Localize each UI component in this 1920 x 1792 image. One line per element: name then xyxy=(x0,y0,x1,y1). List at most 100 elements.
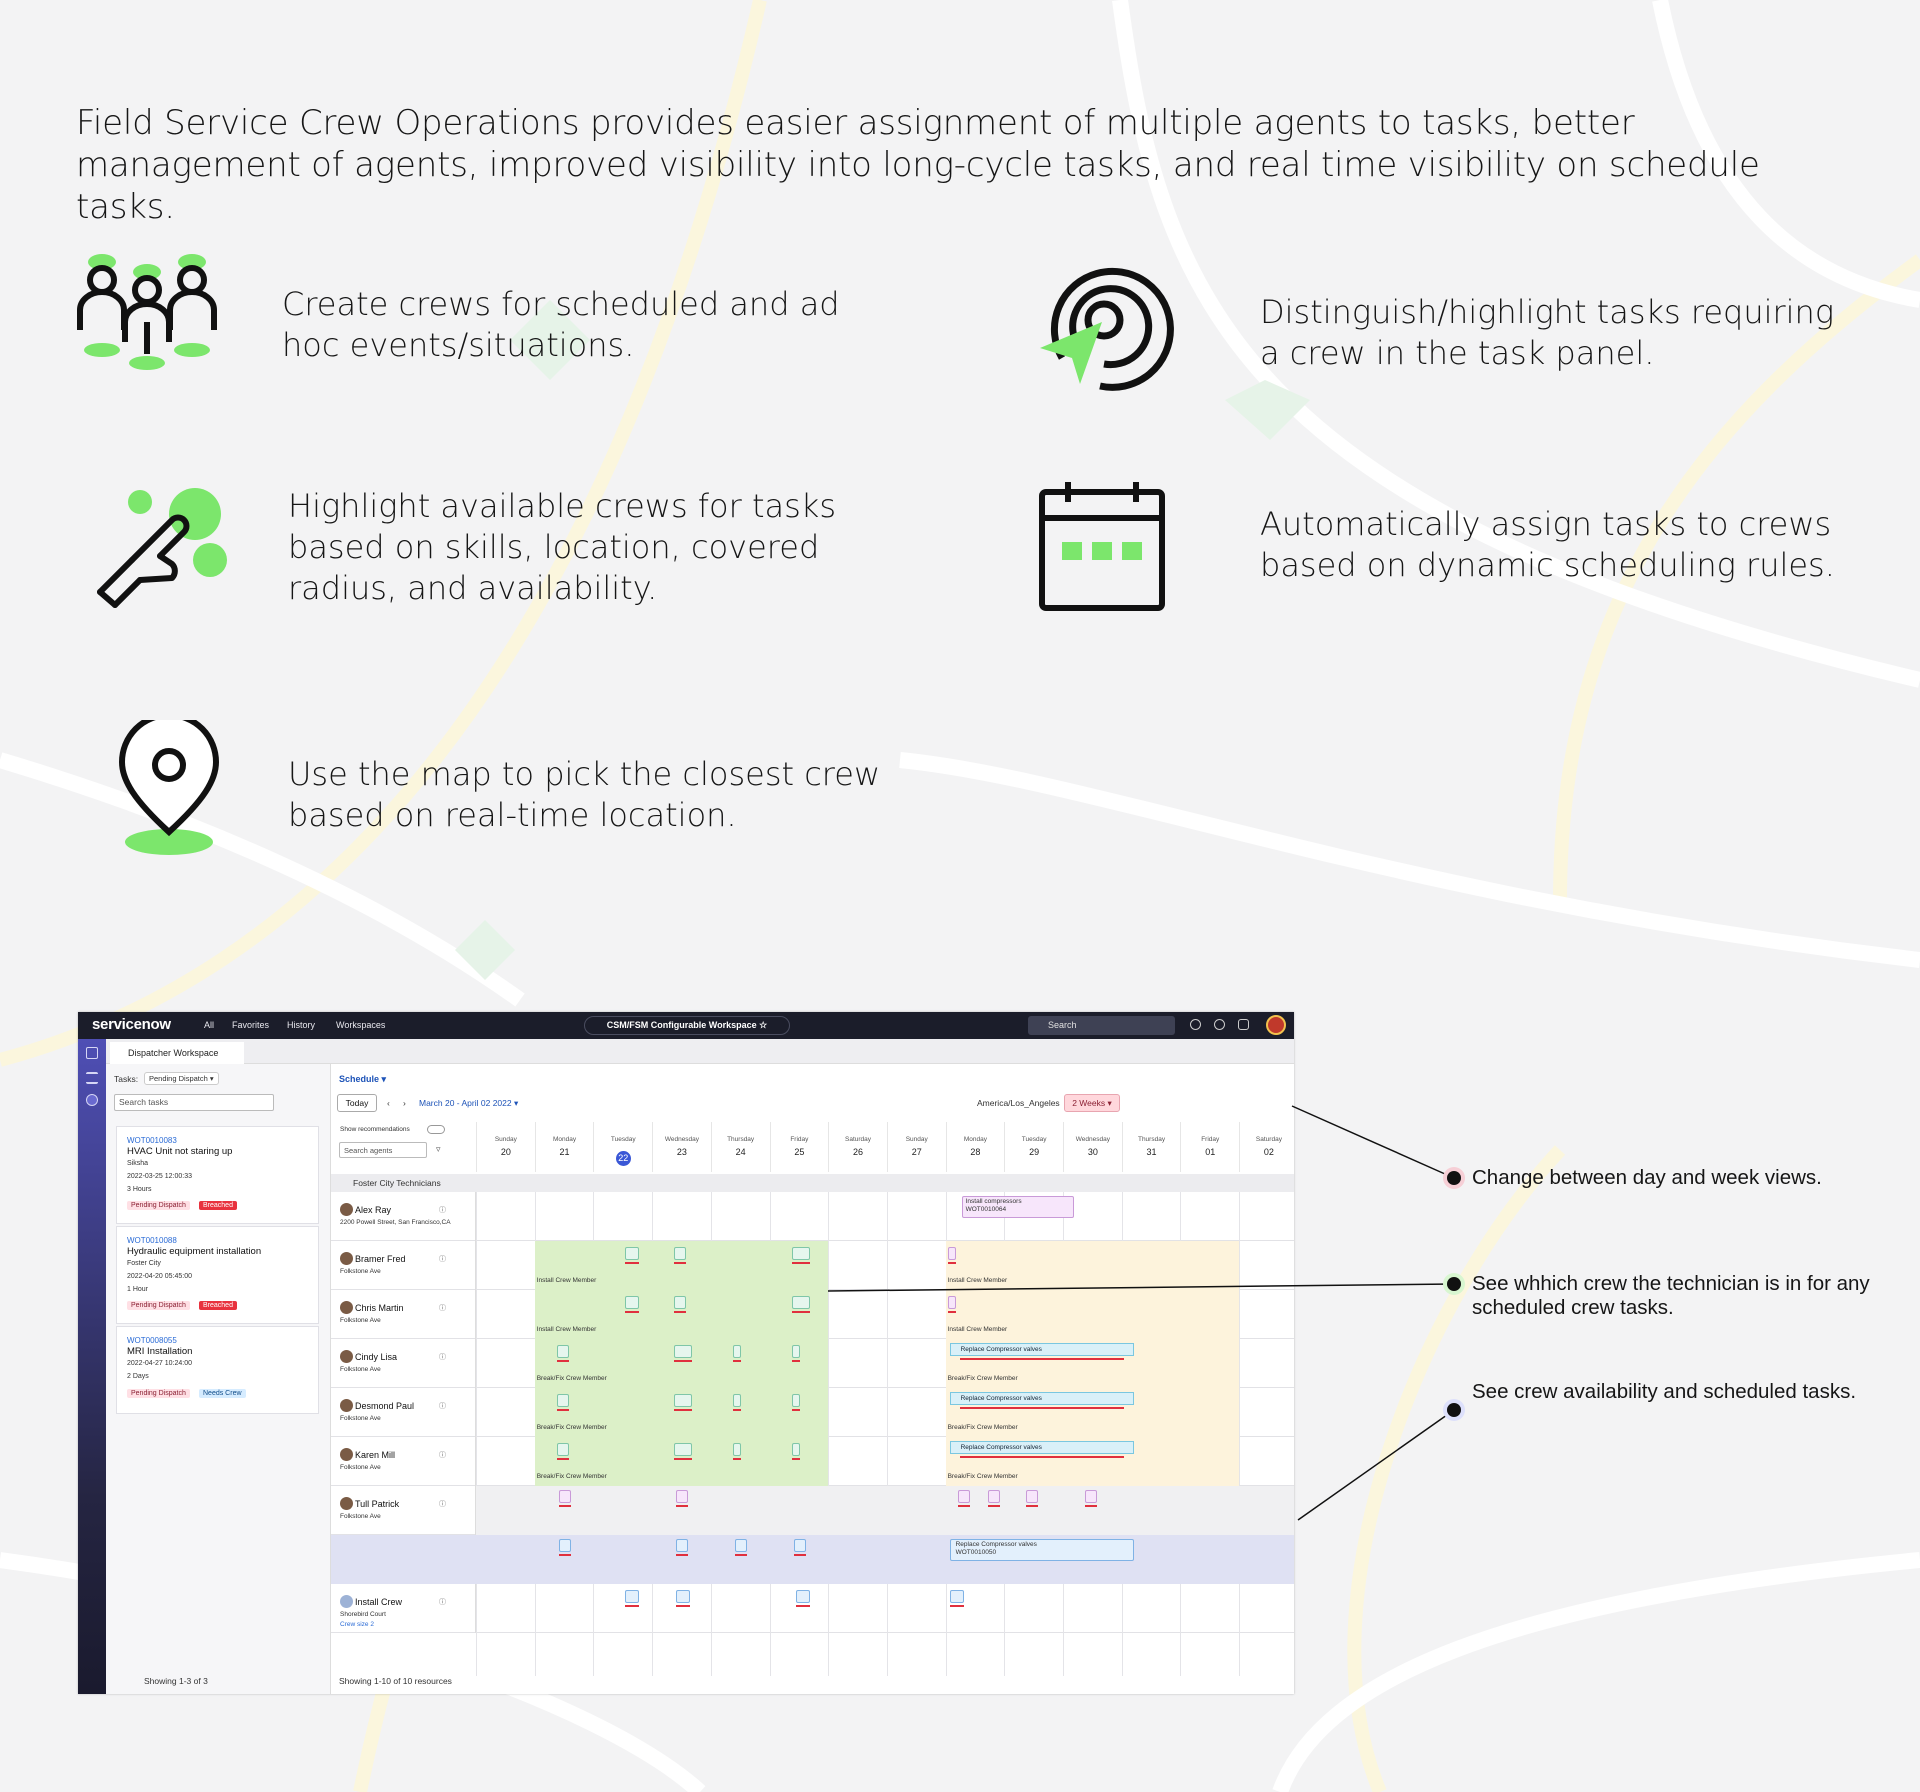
task-event[interactable] xyxy=(676,1590,691,1603)
task-event[interactable] xyxy=(947,1247,956,1260)
task-event[interactable] xyxy=(674,1443,693,1456)
task-event[interactable] xyxy=(949,1590,964,1603)
task-event[interactable] xyxy=(674,1394,693,1407)
calendar-nav-icon[interactable] xyxy=(86,1094,98,1106)
task-event[interactable] xyxy=(947,1296,956,1309)
next-arrow-icon[interactable]: › xyxy=(403,1098,406,1108)
info-icon[interactable]: ⓘ xyxy=(439,1599,446,1606)
task-event[interactable] xyxy=(676,1490,689,1503)
info-icon[interactable]: ⓘ xyxy=(439,1305,446,1312)
task-event[interactable] xyxy=(987,1490,1000,1503)
nav-workspaces[interactable]: Workspaces xyxy=(336,1020,386,1030)
resource-name[interactable]: Alex Ray xyxy=(355,1205,392,1215)
date-range-picker[interactable]: March 20 - April 02 2022 ▾ xyxy=(419,1098,519,1108)
task-event[interactable] xyxy=(795,1590,810,1603)
scheduled-task-bar[interactable] xyxy=(949,1539,1134,1561)
info-icon[interactable]: ⓘ xyxy=(439,1354,446,1361)
task-event[interactable] xyxy=(558,1539,571,1552)
task-event[interactable] xyxy=(558,1490,571,1503)
task-card[interactable]: WOT0010083 HVAC Unit not staring up Siks… xyxy=(116,1126,319,1224)
task-card[interactable]: WOT0008055 MRI Installation 2022-04-27 1… xyxy=(116,1326,319,1414)
task-event[interactable] xyxy=(734,1539,747,1552)
home-icon[interactable] xyxy=(86,1047,98,1059)
task-event[interactable] xyxy=(625,1590,640,1603)
task-event[interactable] xyxy=(1026,1490,1039,1503)
group-header[interactable]: Foster City Technicians xyxy=(331,1174,1294,1192)
info-icon[interactable]: ⓘ xyxy=(439,1452,446,1459)
schedule-dropdown[interactable]: Schedule ▾ xyxy=(339,1074,387,1084)
scheduled-task-bar[interactable]: Replace Compressor valves xyxy=(949,1441,1134,1454)
task-event[interactable] xyxy=(957,1490,970,1503)
scheduled-task-bar[interactable]: Replace Compressor valves xyxy=(949,1392,1134,1405)
task-event[interactable] xyxy=(556,1394,569,1407)
filter-icon[interactable]: ▿ xyxy=(436,1144,441,1154)
task-event[interactable] xyxy=(674,1247,687,1260)
bell-icon[interactable] xyxy=(1238,1019,1249,1030)
global-search-input[interactable]: Search xyxy=(1028,1016,1175,1035)
tasks-filter-dropdown[interactable]: Pending Dispatch ▾ xyxy=(144,1072,219,1085)
info-icon[interactable]: ⓘ xyxy=(439,1403,446,1410)
task-event[interactable] xyxy=(791,1296,810,1309)
resource-name[interactable]: Install Crew xyxy=(355,1597,403,1607)
resource-name[interactable]: Desmond Paul xyxy=(355,1401,415,1411)
task-event[interactable] xyxy=(556,1345,569,1358)
task-card[interactable]: WOT0010088 Hydraulic equipment installat… xyxy=(116,1226,319,1324)
workspace-title-pill[interactable]: CSM/FSM Configurable Workspace ☆ xyxy=(584,1016,790,1035)
resource-name[interactable]: Tull Patrick xyxy=(355,1499,400,1509)
info-icon[interactable]: ⓘ xyxy=(439,1501,446,1508)
task-number[interactable]: WOT0008055 xyxy=(127,1336,177,1345)
resource-name[interactable]: Cindy Lisa xyxy=(355,1352,398,1362)
recommendations-toggle[interactable] xyxy=(427,1125,445,1134)
task-event[interactable] xyxy=(674,1296,687,1309)
search-tasks-input[interactable]: Search tasks xyxy=(114,1094,274,1111)
resource-name[interactable]: Bramer Fred xyxy=(355,1254,406,1264)
tab-dispatcher-workspace[interactable]: Dispatcher Workspace xyxy=(110,1042,244,1064)
view-range-select[interactable]: 2 Weeks ▾ xyxy=(1064,1094,1120,1112)
task-event[interactable] xyxy=(791,1394,800,1407)
help-icon[interactable] xyxy=(1214,1019,1225,1030)
globe-icon[interactable] xyxy=(1190,1019,1201,1030)
task-event[interactable] xyxy=(732,1345,741,1358)
task-event[interactable] xyxy=(791,1345,800,1358)
search-agents-input[interactable]: Search agents xyxy=(339,1142,427,1158)
info-icon[interactable]: ⓘ xyxy=(439,1207,446,1214)
task-event[interactable] xyxy=(732,1443,741,1456)
info-icon[interactable]: ⓘ xyxy=(439,1256,446,1263)
scheduled-task-bar[interactable]: Replace Compressor valves xyxy=(949,1343,1134,1356)
task-event[interactable] xyxy=(625,1247,640,1260)
task-event[interactable] xyxy=(625,1296,640,1309)
nav-favorites[interactable]: Favorites xyxy=(232,1020,270,1030)
list-icon[interactable] xyxy=(86,1072,98,1084)
prev-arrow-icon[interactable]: ‹ xyxy=(387,1098,390,1108)
task-event[interactable] xyxy=(676,1539,689,1552)
resource-name[interactable]: Karen Mill xyxy=(355,1450,396,1460)
today-button[interactable]: Today xyxy=(337,1094,377,1112)
task-number[interactable]: WOT0010088 xyxy=(127,1236,177,1245)
nav-all[interactable]: All xyxy=(204,1020,215,1030)
task-event[interactable] xyxy=(1085,1490,1097,1503)
task-event[interactable] xyxy=(793,1539,806,1552)
task-event[interactable] xyxy=(791,1247,810,1260)
nav-history[interactable]: History xyxy=(287,1020,316,1030)
task-event[interactable] xyxy=(674,1345,693,1358)
user-avatar[interactable] xyxy=(1266,1015,1286,1035)
task-event[interactable] xyxy=(556,1443,569,1456)
resource-name[interactable]: Chris Martin xyxy=(355,1303,404,1313)
task-number[interactable]: WOT0010083 xyxy=(127,1136,177,1145)
